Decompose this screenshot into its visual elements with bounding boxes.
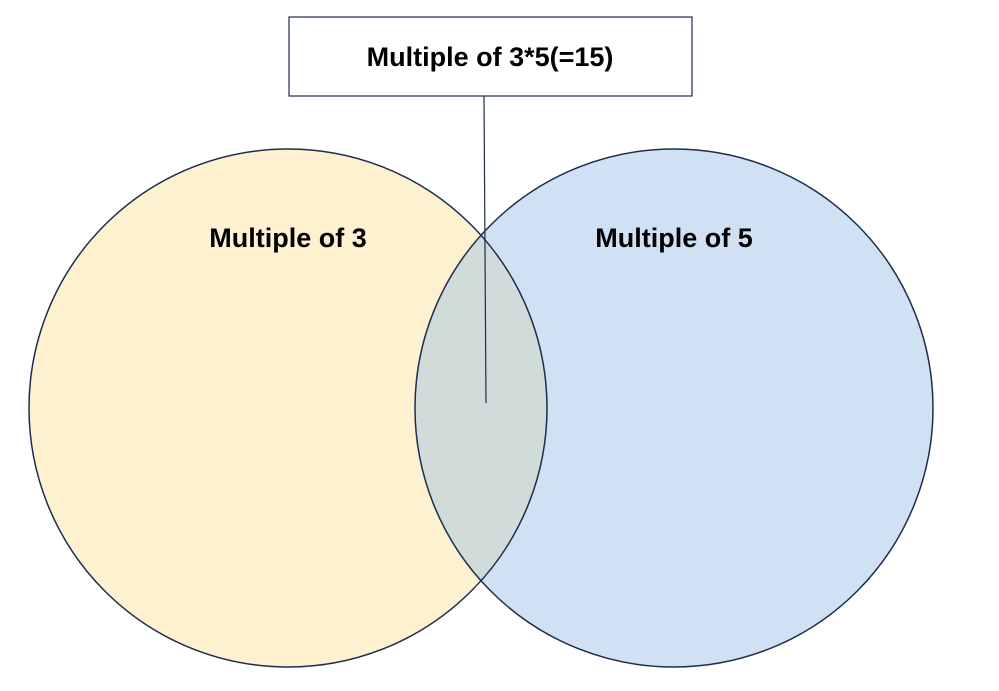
callout-box — [288, 16, 693, 97]
set-multiple-of-5-outline — [414, 148, 934, 668]
set-multiple-of-3-label: Multiple of 3 — [209, 223, 367, 253]
set-multiple-of-5-label: Multiple of 5 — [595, 223, 753, 253]
set-multiple-of-3-outline — [28, 148, 548, 668]
set-multiple-of-3-circle — [29, 149, 547, 667]
set-multiple-of-5-circle — [415, 149, 933, 667]
callout-label: Multiple of 3*5(=15) — [367, 42, 614, 72]
callout-leader-line — [483, 95, 487, 404]
